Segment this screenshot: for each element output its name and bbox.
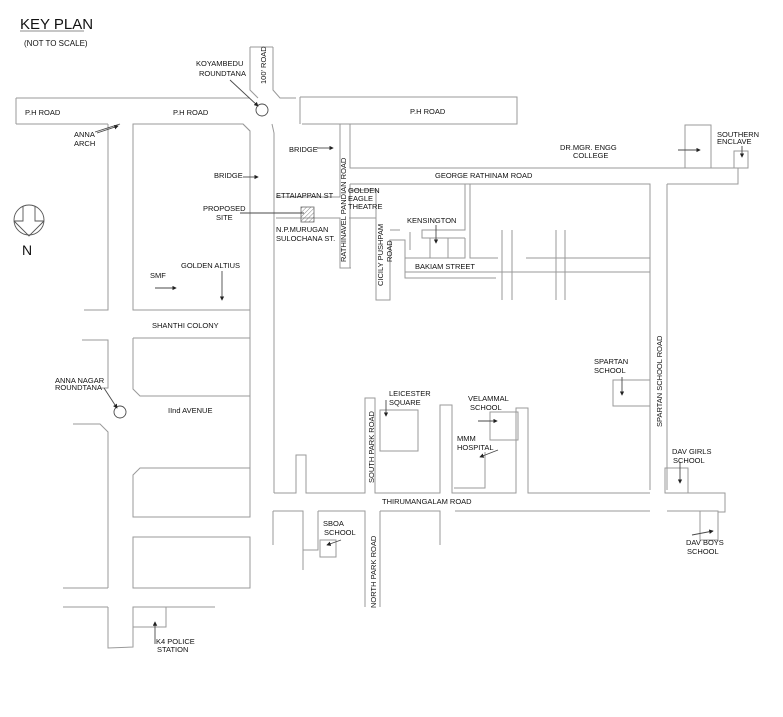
road-label-ph-road-east: P.H ROAD	[410, 107, 446, 116]
road-label-ettaiappan-st: ETTAIAPPAN ST	[276, 191, 334, 200]
north-arrow-icon: N	[13, 204, 45, 258]
road-label-ph-road-west: P.H ROAD	[25, 108, 61, 117]
road-label-rathinavel-pandian-road: RATHINAVEL PANDIAN ROAD	[339, 157, 348, 262]
landmark-proposed-site: PROPOSED	[203, 204, 246, 213]
road-label-sulochana-st: SULOCHANA ST.	[276, 234, 335, 243]
landmark-velammal-school: SCHOOL	[470, 403, 502, 412]
road-label-spartan-school-road: SPARTAN SCHOOL ROAD	[655, 335, 664, 427]
landmark-bridge-east: BRIDGE	[289, 145, 318, 154]
road-label-south-park-road: SOUTH PARK ROAD	[367, 410, 376, 483]
landmark-velammal: VELAMMAL	[468, 394, 509, 403]
landmark-dr-mgr: DR.MGR. ENGG	[560, 143, 617, 152]
landmark-koyambedu-roundtana: ROUNDTANA	[199, 69, 246, 78]
landmark-proposed-site-2: SITE	[216, 213, 233, 222]
north-label: N	[22, 242, 32, 258]
landmark-anna-nagar-roundtana: ROUNDTANA	[55, 383, 102, 392]
landmark-dr-mgr-college: COLLEGE	[573, 151, 608, 160]
road-label-george-rathinam-road: GEORGE RATHINAM ROAD	[435, 171, 533, 180]
landmark-koyambedu: KOYAMBEDU	[196, 59, 243, 68]
landmark-leicester-square: SQUARE	[389, 398, 421, 407]
landmark-anna-arch: ANNA	[74, 130, 95, 139]
road-label-iind-avenue: IInd AVENUE	[168, 406, 212, 415]
road-label-cicily-road: ROAD	[385, 240, 394, 262]
title-block: KEY PLAN (NOT TO SCALE)	[20, 16, 93, 48]
road-label-thirumangalam-road: THIRUMANGALAM ROAD	[382, 497, 472, 506]
landmark-southern-enclave-2: ENCLAVE	[717, 137, 751, 146]
landmark-dav-girls: DAV GIRLS	[672, 447, 711, 456]
landmark-mmm-hospital: HOSPITAL	[457, 443, 494, 452]
landmark-k4-police: K4 POLICE	[156, 637, 195, 646]
landmark-spartan-school-2: SCHOOL	[594, 366, 626, 375]
landmark-dav-girls-school: SCHOOL	[673, 456, 705, 465]
road-network	[15, 46, 749, 649]
road-label-north-park-road: NORTH PARK ROAD	[369, 535, 378, 608]
road-labels: P.H ROAD P.H ROAD P.H ROAD 100' ROAD GEO…	[25, 46, 664, 608]
landmark-dav-boys-school: SCHOOL	[687, 547, 719, 556]
landmark-mmm: MMM	[457, 434, 476, 443]
road-label-100ft-road: 100' ROAD	[259, 46, 268, 84]
page-title: KEY PLAN	[20, 16, 93, 33]
landmark-sboa: SBOA	[323, 519, 344, 528]
landmark-k4-police-station: STATION	[157, 645, 188, 654]
landmark-golden-eagle: GOLDEN	[348, 186, 380, 195]
road-label-cicily-pushpam: CICILY PUSHPAM	[376, 224, 385, 286]
road-label-ph-road-center: P.H ROAD	[173, 108, 209, 117]
landmark-anna-arch-2: ARCH	[74, 139, 95, 148]
landmark-golden-eagle-2: EAGLE	[348, 194, 373, 203]
landmark-spartan-school: SPARTAN	[594, 357, 628, 366]
landmark-smf: SMF	[150, 271, 166, 280]
road-label-bakiam-street: BAKIAM STREET	[415, 262, 475, 271]
landmark-golden-altius: GOLDEN ALTIUS	[181, 261, 240, 270]
landmark-kensington: KENSINGTON	[407, 216, 456, 225]
landmark-southern-enclave: SOUTHERN	[717, 130, 759, 139]
leader-lines	[96, 79, 745, 644]
landmark-sboa-school: SCHOOL	[324, 528, 356, 537]
page-subtitle: (NOT TO SCALE)	[24, 39, 88, 48]
landmark-bridge-west: BRIDGE	[214, 171, 243, 180]
road-label-np-murugan: N.P.MURUGAN	[276, 225, 328, 234]
landmark-golden-eagle-theatre: THEATRE	[348, 202, 382, 211]
landmark-dav-boys: DAV BOYS	[686, 538, 724, 547]
proposed-site-marker	[300, 206, 315, 223]
landmark-leicester: LEICESTER	[389, 389, 431, 398]
road-label-shanthi-colony: SHANTHI COLONY	[152, 321, 219, 330]
landmark-labels: KOYAMBEDU ROUNDTANA ANNA ARCH BRIDGE BRI…	[55, 59, 759, 654]
landmark-anna-nagar: ANNA NAGAR	[55, 376, 105, 385]
